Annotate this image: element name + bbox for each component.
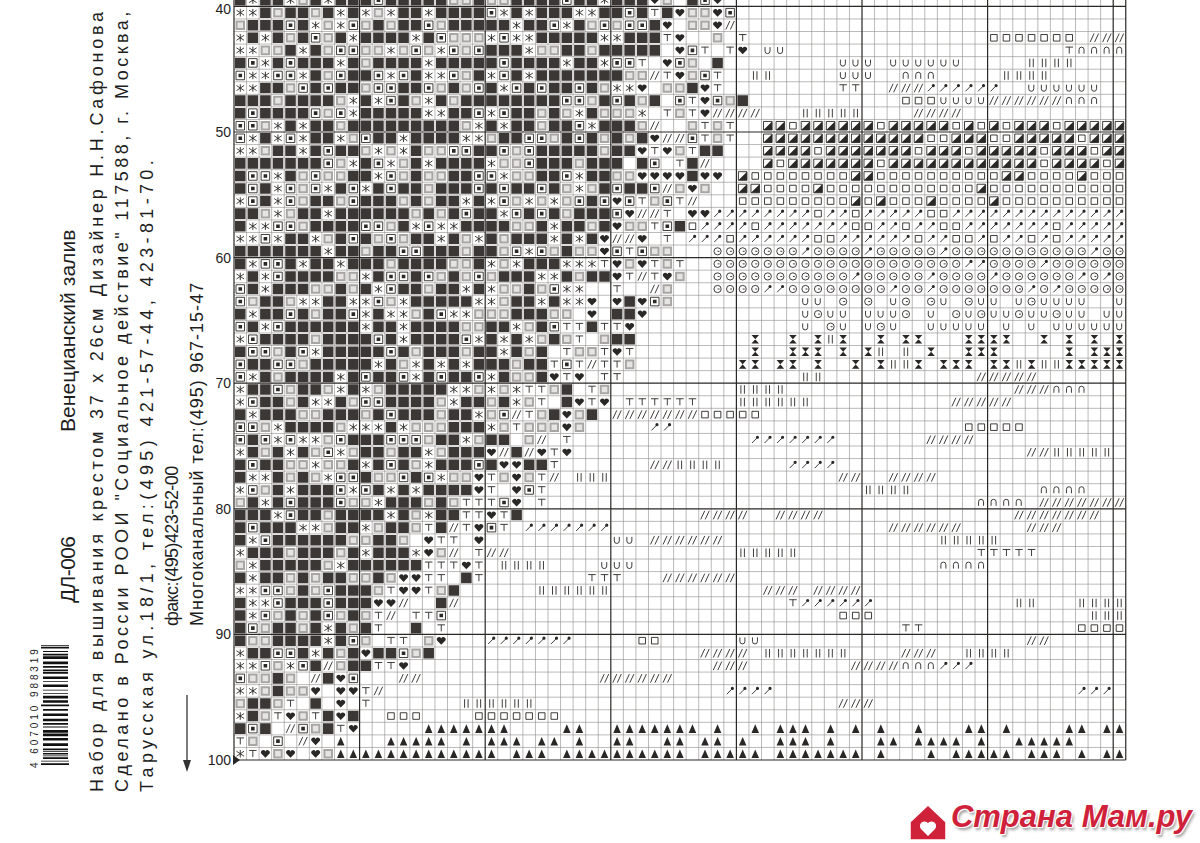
address-info: Тарусская ул.18/1, тел:(495) 421-57-44, …: [138, 156, 158, 792]
filled-symbols: [238, 0, 1123, 758]
chart-title: Венецианский залив: [56, 230, 79, 432]
grid-tens: [234, 0, 1126, 760]
watermark: Страна Мам.ру: [951, 799, 1192, 835]
barcode-number: 4 607010 988319: [29, 646, 40, 768]
row-number: 100: [208, 752, 231, 768]
maker-info: Сделано в России РООИ "Социальное действ…: [113, 8, 133, 792]
logo-house: [910, 805, 946, 840]
row-number: 90: [215, 626, 231, 642]
article-code: ДЛ-006: [56, 537, 79, 603]
grid-lines: [234, 0, 1126, 760]
row-number: 60: [215, 250, 231, 266]
phone-info: Многоканальный тел:(495) 967-15-47: [188, 282, 208, 626]
stitch-chart: [234, 0, 1126, 760]
stroke-symbols: [236, 0, 1124, 757]
row-number: 40: [215, 1, 231, 17]
fax-info: факс:(495)423-52-00: [163, 466, 183, 626]
logo-heart: [920, 821, 936, 836]
barcode: [41, 645, 69, 765]
direction-arrow: [186, 695, 187, 764]
row-number: 80: [215, 501, 231, 517]
kit-info: Набор для вышивания крестом 37 х 26см Ди…: [88, 8, 108, 792]
row-number: 50: [215, 124, 231, 140]
row-number: 70: [215, 375, 231, 391]
row-marker: [233, 755, 240, 765]
watermark-logo: [910, 805, 946, 840]
direction-arrowhead: [183, 760, 191, 772]
